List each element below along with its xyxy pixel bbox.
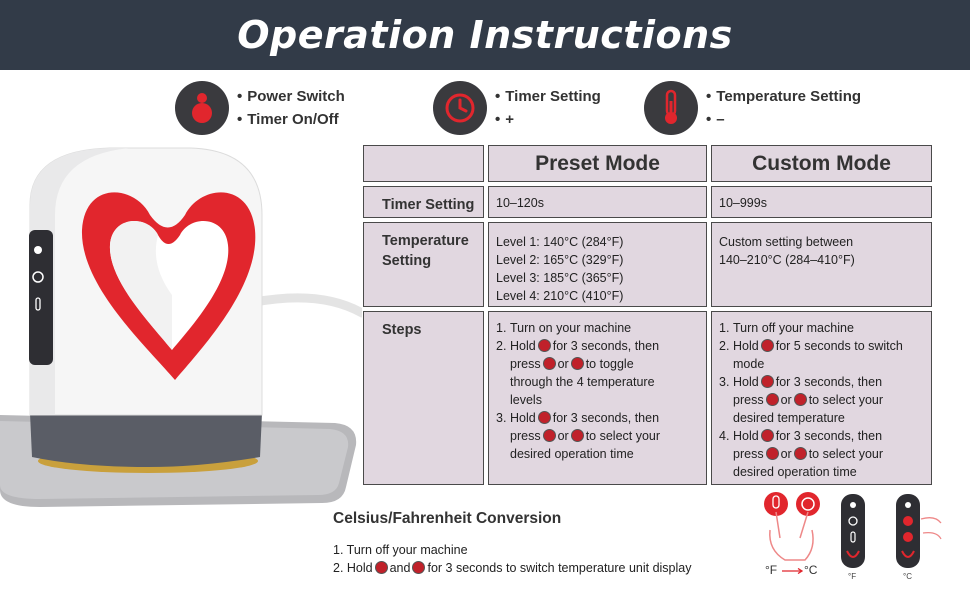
header-bar: Operation Instructions [0, 0, 970, 70]
preset-mode-header: Preset Mode [488, 145, 707, 182]
custom-temperature-range: Custom setting between 140–210°C (284–41… [711, 222, 932, 307]
thermometer-button-icon [412, 561, 426, 574]
temperature-level-3: Level 3: 185°C (365°F) [496, 271, 624, 285]
clock-button-icon [542, 357, 556, 370]
power-icon [175, 81, 229, 135]
custom-temp-line-1: Custom setting between [719, 235, 854, 249]
celsius-label: °C [804, 563, 818, 577]
custom-mode-header: Custom Mode [711, 145, 932, 182]
custom-timer-value: 10–999s [711, 186, 932, 218]
preset-temperature-levels: Level 1: 140°C (284°F) Level 2: 165°C (3… [488, 222, 707, 307]
control-panel [29, 230, 53, 365]
temperature-label-line-2: Setting [382, 253, 432, 269]
legend-temperature-line-1: Temperature Setting [706, 85, 861, 108]
celsius-small-label: °C [903, 572, 912, 581]
preset-step-1: 1.Turn on your machine [496, 321, 632, 335]
temperature-setting-label: Temperature Setting [363, 222, 484, 307]
clock-icon [433, 81, 487, 135]
arrow-icon [782, 568, 803, 574]
power-button-icon [537, 339, 551, 352]
control-panel-celsius [896, 494, 942, 568]
thermometer-icon [644, 81, 698, 135]
clock-button-icon [760, 429, 774, 442]
legend-timer-text: Timer Setting + [495, 85, 601, 131]
legend-temperature-line-2: – [706, 108, 861, 131]
page-title: Operation Instructions [237, 13, 733, 57]
steps-label: Steps [363, 311, 484, 485]
table-corner-cell [363, 145, 484, 182]
clock-button-icon [542, 429, 556, 442]
fahrenheit-small-label: °F [848, 572, 857, 581]
preset-timer-value: 10–120s [488, 186, 707, 218]
heat-press-illustration [0, 147, 362, 507]
power-button-icon [760, 339, 774, 352]
legend-timer: Timer Setting + [433, 80, 601, 136]
timer-setting-label: Timer Setting [363, 186, 484, 218]
clock-button-icon [374, 561, 388, 574]
iron-base [30, 413, 262, 467]
thermometer-button-icon [793, 393, 807, 406]
clock-button-icon [537, 411, 551, 424]
conversion-step-1: 1. Turn off your machine [333, 543, 468, 557]
legend-power-line-1: Power Switch [237, 85, 345, 108]
legend-temperature: Temperature Setting – [644, 80, 861, 136]
legend-timer-line-2: + [495, 108, 601, 131]
thermometer-button-icon [760, 375, 774, 388]
power-cord [245, 293, 362, 318]
legend-power: Power Switch Timer On/Off [175, 80, 345, 136]
custom-temp-line-2: 140–210°C (284–410°F) [719, 253, 855, 267]
legend-temperature-text: Temperature Setting – [706, 85, 861, 131]
legend-power-text: Power Switch Timer On/Off [237, 85, 345, 131]
thermometer-button-icon [570, 429, 584, 442]
fahrenheit-label: °F [765, 563, 778, 577]
legend-timer-line-1: Timer Setting [495, 85, 601, 108]
clock-button-icon [765, 393, 779, 406]
custom-step-1: 1.Turn off your machine [719, 321, 854, 335]
temperature-level-2: Level 2: 165°C (329°F) [496, 253, 624, 267]
temperature-label-line-1: Temperature [382, 233, 469, 249]
thermometer-button-icon [793, 447, 807, 460]
clock-button-icon [765, 447, 779, 460]
control-panel-fahrenheit [841, 494, 865, 568]
temperature-level-4: Level 4: 210°C (410°F) [496, 289, 624, 303]
thermometer-button-icon [570, 357, 584, 370]
hand-press-illustration [764, 492, 820, 561]
temperature-level-1: Level 1: 140°C (284°F) [496, 235, 624, 249]
conversion-title: Celsius/Fahrenheit Conversion [333, 510, 562, 527]
legend-power-line-2: Timer On/Off [237, 108, 345, 131]
